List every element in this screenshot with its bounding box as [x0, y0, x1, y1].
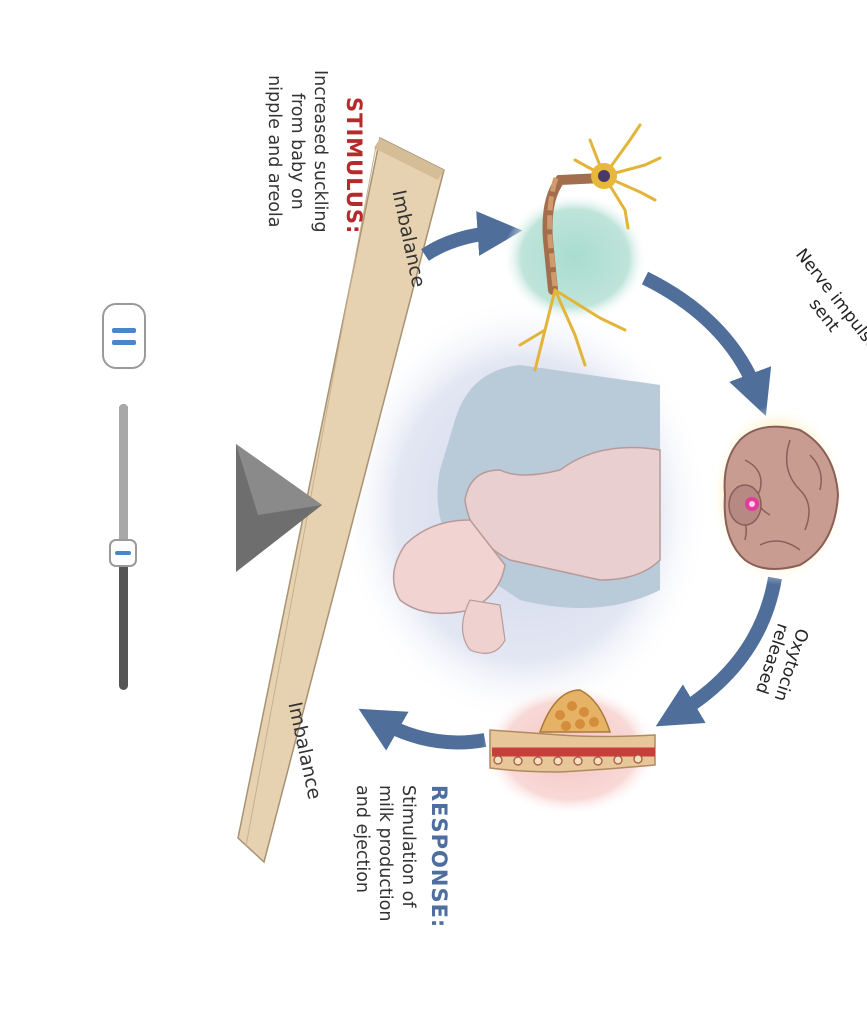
fulcrum-icon: [236, 444, 322, 572]
response-line: milk production: [375, 785, 395, 922]
slider-grip-icon: [115, 550, 131, 555]
response-title: RESPONSE:: [427, 785, 451, 929]
arrow-oxytocin: [655, 576, 782, 727]
stimulus-line: from baby on: [287, 92, 307, 210]
stimulus-line: nipple and areola: [264, 75, 284, 228]
seesaw-plank: [237, 136, 445, 864]
slider-track-upper: [119, 404, 128, 553]
handle-grip-icon: [112, 339, 136, 345]
stimulus-line: Increased suckling: [310, 70, 330, 233]
arrow-nerve-impulses: [641, 271, 772, 416]
breast-tissue-icon: [482, 684, 658, 816]
brain-icon: [710, 405, 846, 585]
response-line: and ejection: [352, 785, 372, 894]
response-line: Stimulation of: [398, 785, 418, 908]
neuron-icon: [503, 123, 662, 372]
stimulus-title: STIMULUS:: [342, 97, 366, 235]
response-description: Stimulation of milk production and eject…: [350, 785, 419, 921]
mother-baby-illustration: [340, 295, 710, 725]
drag-handle-button[interactable]: [102, 303, 146, 369]
handle-grip-icon: [112, 327, 136, 333]
slider-thumb[interactable]: [109, 538, 137, 567]
arrow-to-response: [358, 708, 487, 751]
arrow-to-neuron: [421, 211, 523, 261]
stimulus-description: Increased suckling from baby on nipple a…: [262, 70, 331, 233]
